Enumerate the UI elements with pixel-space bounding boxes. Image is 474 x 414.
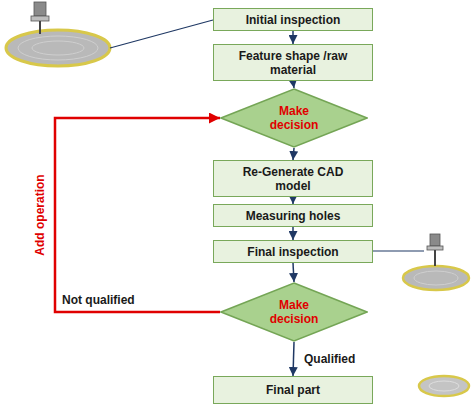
disc xyxy=(403,266,469,290)
process-box: Re-Generate CAD model xyxy=(213,160,373,197)
step-label: Initial inspection xyxy=(246,13,341,27)
feedback-arrow xyxy=(55,118,220,312)
process-box: Final inspection xyxy=(213,240,373,263)
probe-disc-illustration xyxy=(373,234,469,290)
probe-tip xyxy=(39,21,41,34)
probe-body xyxy=(34,2,46,16)
diamond-shape xyxy=(221,283,367,341)
step-label: Final inspection xyxy=(247,245,338,259)
decision-label: Make decision xyxy=(259,298,329,326)
step-label: Feature shape /raw material xyxy=(228,49,358,77)
flow-arrow xyxy=(293,263,294,282)
flow-arrow xyxy=(293,81,294,88)
flow-arrow xyxy=(293,148,294,160)
probe-tip xyxy=(434,250,436,266)
process-box: Feature shape /raw material xyxy=(213,44,373,81)
step-label: Final part xyxy=(266,383,320,397)
disc-texture xyxy=(414,271,458,285)
step-label: Re-Generate CAD model xyxy=(228,165,358,193)
probe-collar xyxy=(427,246,443,250)
step-label: Measuring holes xyxy=(246,209,341,223)
final-part-illustration xyxy=(419,376,469,396)
disc xyxy=(419,376,469,396)
disc-texture xyxy=(32,41,84,55)
process-box: Final part xyxy=(213,376,373,404)
disc xyxy=(6,30,110,66)
decision-diamond: Make decision xyxy=(220,88,368,148)
process-box: Measuring holes xyxy=(213,204,373,227)
leader-line xyxy=(110,20,213,48)
disc-texture xyxy=(18,36,98,60)
flow-arrow xyxy=(293,342,294,376)
edge-label: Not qualified xyxy=(60,293,137,307)
diamond-shape xyxy=(221,89,367,147)
edge-label: Qualified xyxy=(302,352,357,366)
flow-arrow xyxy=(292,227,294,240)
decision-diamond: Make decision xyxy=(220,282,368,342)
probe-collar xyxy=(31,16,49,21)
probe-body xyxy=(430,234,440,246)
probe-disc-illustration xyxy=(6,2,213,66)
process-box: Initial inspection xyxy=(213,8,373,31)
disc-texture xyxy=(429,381,459,391)
loop-annotation: Add operation xyxy=(33,174,47,255)
decision-label: Make decision xyxy=(259,104,329,132)
flow-arrow xyxy=(292,197,294,204)
flow-arrow xyxy=(292,31,294,44)
leader-line xyxy=(373,250,424,251)
